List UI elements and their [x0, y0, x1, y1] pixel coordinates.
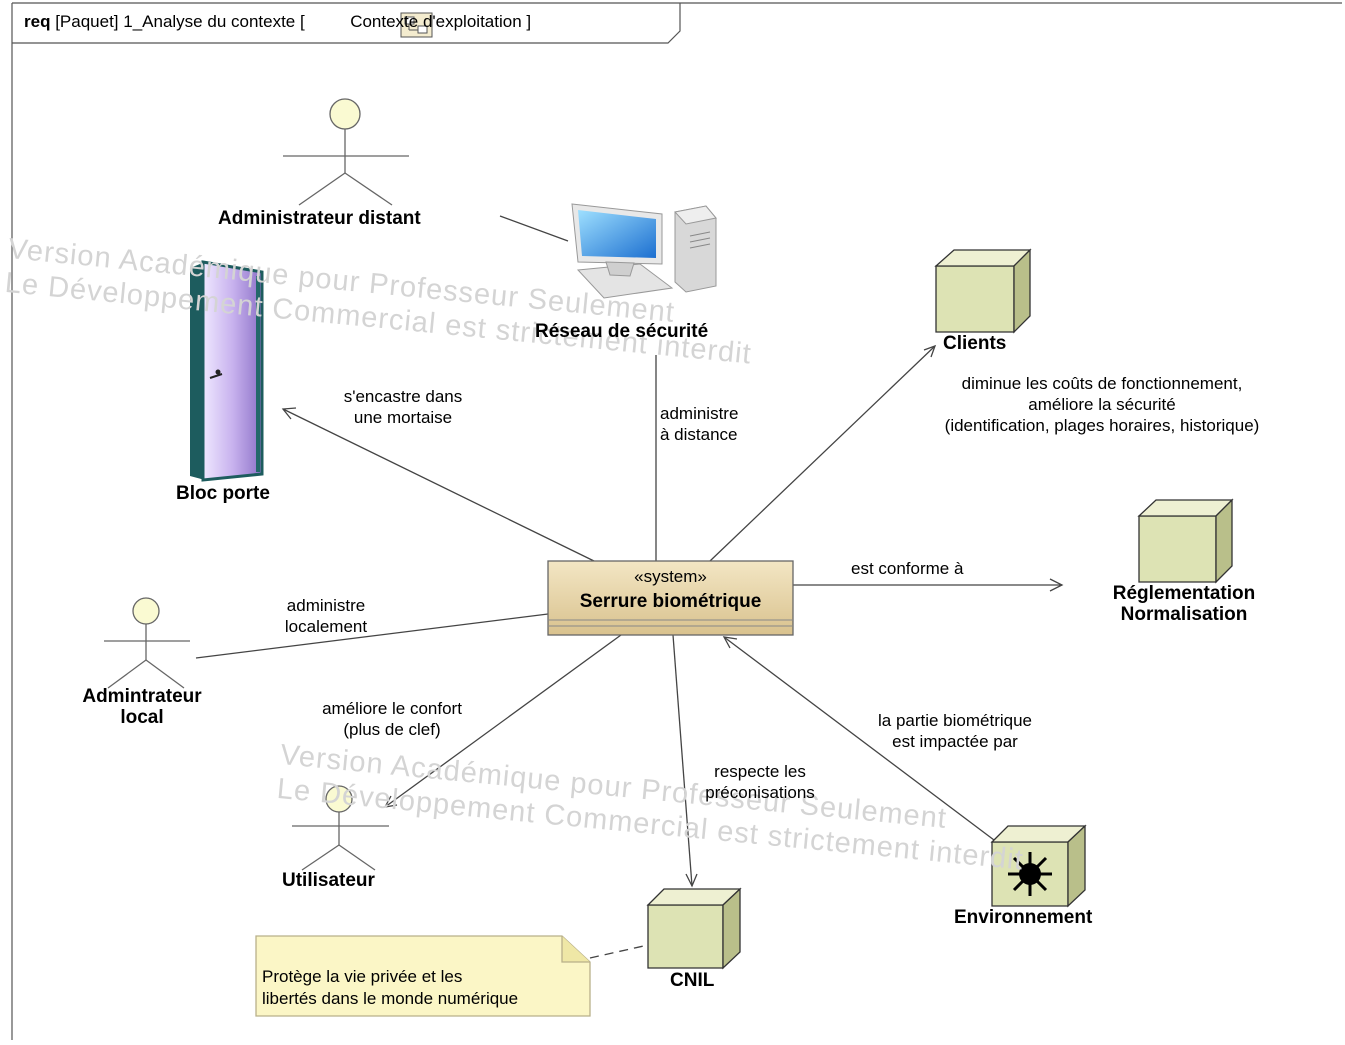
link-admin-local-system — [195, 613, 549, 659]
actor-admin-distant-icon — [283, 98, 409, 206]
link-system-clients — [709, 345, 936, 562]
actor-utilisateur-icon — [292, 785, 389, 871]
node-admin-local-line-1: Admintrateur — [82, 686, 202, 707]
relation-confort-label: améliore le confort (plus de clef) — [296, 698, 488, 740]
node-reglementation-line-2: Normalisation — [1120, 604, 1248, 625]
node-utilisateur-label[interactable]: Utilisateur — [282, 870, 375, 891]
link-environnement-system — [723, 636, 995, 841]
door-icon — [190, 260, 264, 482]
note-anchor — [589, 944, 649, 959]
frame-title: req [Paquet] 1_Analyse du contexte [ Con… — [24, 12, 531, 32]
diagram-type-icon — [400, 12, 433, 38]
node-reglementation-line-1: Réglementation — [1112, 583, 1256, 604]
note-line-1: Protège la vie privée et les — [262, 967, 463, 986]
system-block — [547, 560, 794, 636]
diagram-frame — [11, 2, 1342, 1040]
relation-clients-line-1: diminue les coûts de fonctionnement, — [961, 374, 1243, 393]
node-clients-label[interactable]: Clients — [943, 333, 1007, 354]
relation-impactee-label: la partie biométrique est impactée par — [852, 710, 1058, 752]
link-system-bloc-porte — [282, 408, 595, 562]
relation-conforme-label: est conforme à — [851, 559, 964, 578]
arrowhead-clients — [923, 344, 937, 358]
arrowhead-bloc-porte — [281, 407, 297, 420]
note-line-2: libertés dans le monde numérique — [262, 989, 519, 1008]
system-name[interactable]: Serrure biométrique — [579, 591, 762, 612]
connectors — [195, 215, 1064, 959]
sun-icon — [1008, 852, 1052, 896]
block-cnil-icon — [646, 887, 742, 970]
relation-encastre-label: s'encastre dans une mortaise — [318, 386, 488, 428]
relation-impactee-line-2: est impactée par — [892, 732, 1018, 751]
relation-clients-label: diminue les coûts de fonctionnement, amé… — [895, 373, 1309, 436]
frame-tab — [12, 3, 681, 44]
frame-title-suffix: ] — [526, 12, 532, 31]
arrowhead-system — [722, 636, 738, 649]
node-bloc-porte-label[interactable]: Bloc porte — [176, 483, 270, 504]
link-system-utilisateur — [384, 634, 622, 808]
block-reglementation-icon — [1137, 498, 1234, 584]
relation-administre-distance-line-2: à distance — [660, 425, 738, 444]
relation-encastre-line-1: s'encastre dans — [343, 387, 463, 406]
relation-preconisations-line-1: respecte les — [714, 762, 806, 781]
relation-confort-line-1: améliore le confort — [322, 699, 462, 718]
note-shape — [255, 935, 591, 1017]
relation-administre-distance-line-1: administre — [660, 404, 739, 423]
relation-clients-line-2: améliore la sécurité — [1028, 395, 1176, 414]
arrowhead-cnil — [685, 873, 698, 888]
node-cnil-label[interactable]: CNIL — [670, 970, 715, 991]
node-admin-local-line-2: local — [120, 707, 164, 728]
note-text[interactable]: Protège la vie privée et les libertés da… — [262, 966, 518, 1010]
link-admin-distant-reseau — [499, 215, 569, 242]
relation-administre-local-label: administre localement — [260, 595, 392, 637]
actor-admin-local-icon — [104, 597, 190, 689]
relation-preconisations-line-2: préconisations — [705, 783, 815, 802]
arrowhead-utilisateur — [383, 795, 398, 808]
relation-encastre-line-2: une mortaise — [353, 408, 453, 427]
frame-kind: req — [24, 12, 51, 31]
relation-preconisations-label: respecte les préconisations — [684, 761, 836, 803]
relation-administre-local-line-1: administre — [286, 596, 366, 615]
relation-confort-line-2: (plus de clef) — [343, 720, 441, 739]
link-system-cnil — [672, 634, 693, 887]
node-reglementation-label[interactable]: Réglementation Normalisation — [1096, 583, 1272, 625]
node-environnement-label[interactable]: Environnement — [954, 907, 1093, 928]
node-reseau-label[interactable]: Réseau de sécurité — [535, 321, 709, 342]
block-clients-icon — [934, 248, 1032, 334]
relation-administre-distance-label: administre à distance — [660, 403, 738, 445]
computer-icon — [571, 203, 717, 299]
relation-clients-line-3: (identification, plages horaires, histor… — [944, 416, 1260, 435]
node-admin-distant-label[interactable]: Administrateur distant — [218, 208, 421, 229]
frame-title-name: Contexte d'exploitation — [350, 12, 522, 31]
system-stereotype: «system» — [634, 567, 707, 586]
frame-title-prefix: [Paquet] 1_Analyse du contexte [ — [55, 12, 305, 31]
node-admin-local-label[interactable]: Admintrateur local — [62, 686, 222, 728]
arrowhead-reglementation — [1049, 578, 1064, 592]
relation-administre-local-line-2: localement — [284, 617, 368, 636]
relation-impactee-line-1: la partie biométrique — [877, 711, 1033, 730]
